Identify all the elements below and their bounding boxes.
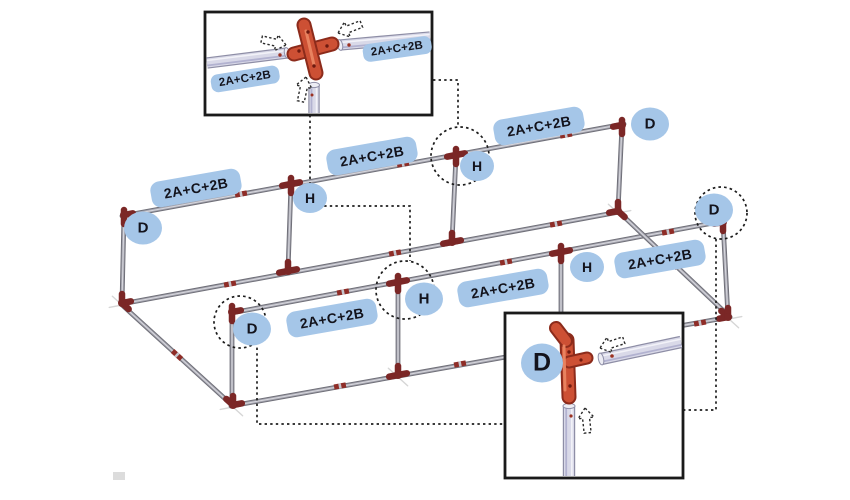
pin-hole [579, 358, 583, 362]
inset-connector [551, 323, 571, 346]
frame-connector [229, 401, 237, 409]
connector-badge-h: H [570, 252, 604, 282]
inset-pipe [599, 337, 683, 364]
connector-badge-d: D [124, 211, 162, 245]
inset-connector [562, 344, 567, 392]
stray-artifact [113, 472, 125, 480]
connector-badge-h: H [293, 183, 327, 213]
connector-badge-h: H [405, 282, 443, 316]
inset-pipe [339, 33, 430, 44]
pin-hole [325, 44, 329, 48]
frame-connector [724, 313, 732, 321]
frame-pipe [120, 211, 620, 305]
frame-pipe [617, 124, 623, 212]
inset-pipe [206, 48, 288, 68]
frame-connector [452, 151, 460, 159]
frame-connector [394, 278, 402, 286]
frame-connector [287, 180, 295, 188]
pin-hole [568, 384, 572, 388]
inset-box-corner-joint [503, 311, 685, 480]
callout-leader-line [433, 79, 459, 127]
connector-badge-d: D [233, 312, 271, 346]
inset-connector [561, 334, 575, 403]
connector-badge-h: H [460, 151, 494, 181]
callout-leader-line [256, 342, 504, 425]
pin-hole [347, 43, 351, 47]
connector-badge-d: D [695, 193, 733, 227]
pin-hole [567, 350, 571, 354]
pin-hole [312, 64, 316, 68]
frame-connector [120, 211, 128, 219]
frame-connector [618, 121, 626, 129]
frame-connector [448, 238, 456, 246]
inset-pipe [207, 54, 288, 67]
callout-leader-line [683, 239, 717, 411]
insert-direction-arrow [598, 335, 626, 354]
frame-pipe [287, 183, 292, 272]
inset-pipe [206, 49, 287, 62]
callout-leader-line [313, 205, 411, 261]
inset-connector [304, 29, 316, 67]
pin-hole [306, 30, 310, 34]
frame-pipe [121, 214, 125, 304]
frame-connector [284, 267, 292, 275]
frame-connector [118, 299, 126, 307]
frame-connector [228, 308, 236, 316]
frame-connector [614, 207, 622, 215]
inset-pipe [601, 343, 682, 363]
pipe-end-cap [597, 352, 605, 366]
insert-direction-arrow [294, 75, 314, 104]
insert-direction-arrow [576, 406, 596, 434]
inset-connector-badge-d: D [521, 343, 563, 383]
frame-pipe [451, 154, 457, 243]
pin-hole [278, 53, 282, 57]
frame-connector [557, 248, 565, 256]
inset-connector [564, 353, 592, 367]
connector-badge-d: D [631, 107, 669, 141]
pin-hole [610, 354, 614, 358]
frame-connector [394, 371, 402, 379]
frame-pipe [121, 123, 625, 217]
insert-direction-arrow [260, 33, 288, 52]
pin-hole [569, 414, 573, 418]
pin-hole [310, 93, 314, 97]
insert-direction-arrow [336, 19, 364, 38]
pipe-coupler [174, 352, 180, 358]
frame-pipe [722, 221, 729, 318]
inset-pipe [600, 338, 681, 358]
pin-hole [297, 49, 301, 53]
